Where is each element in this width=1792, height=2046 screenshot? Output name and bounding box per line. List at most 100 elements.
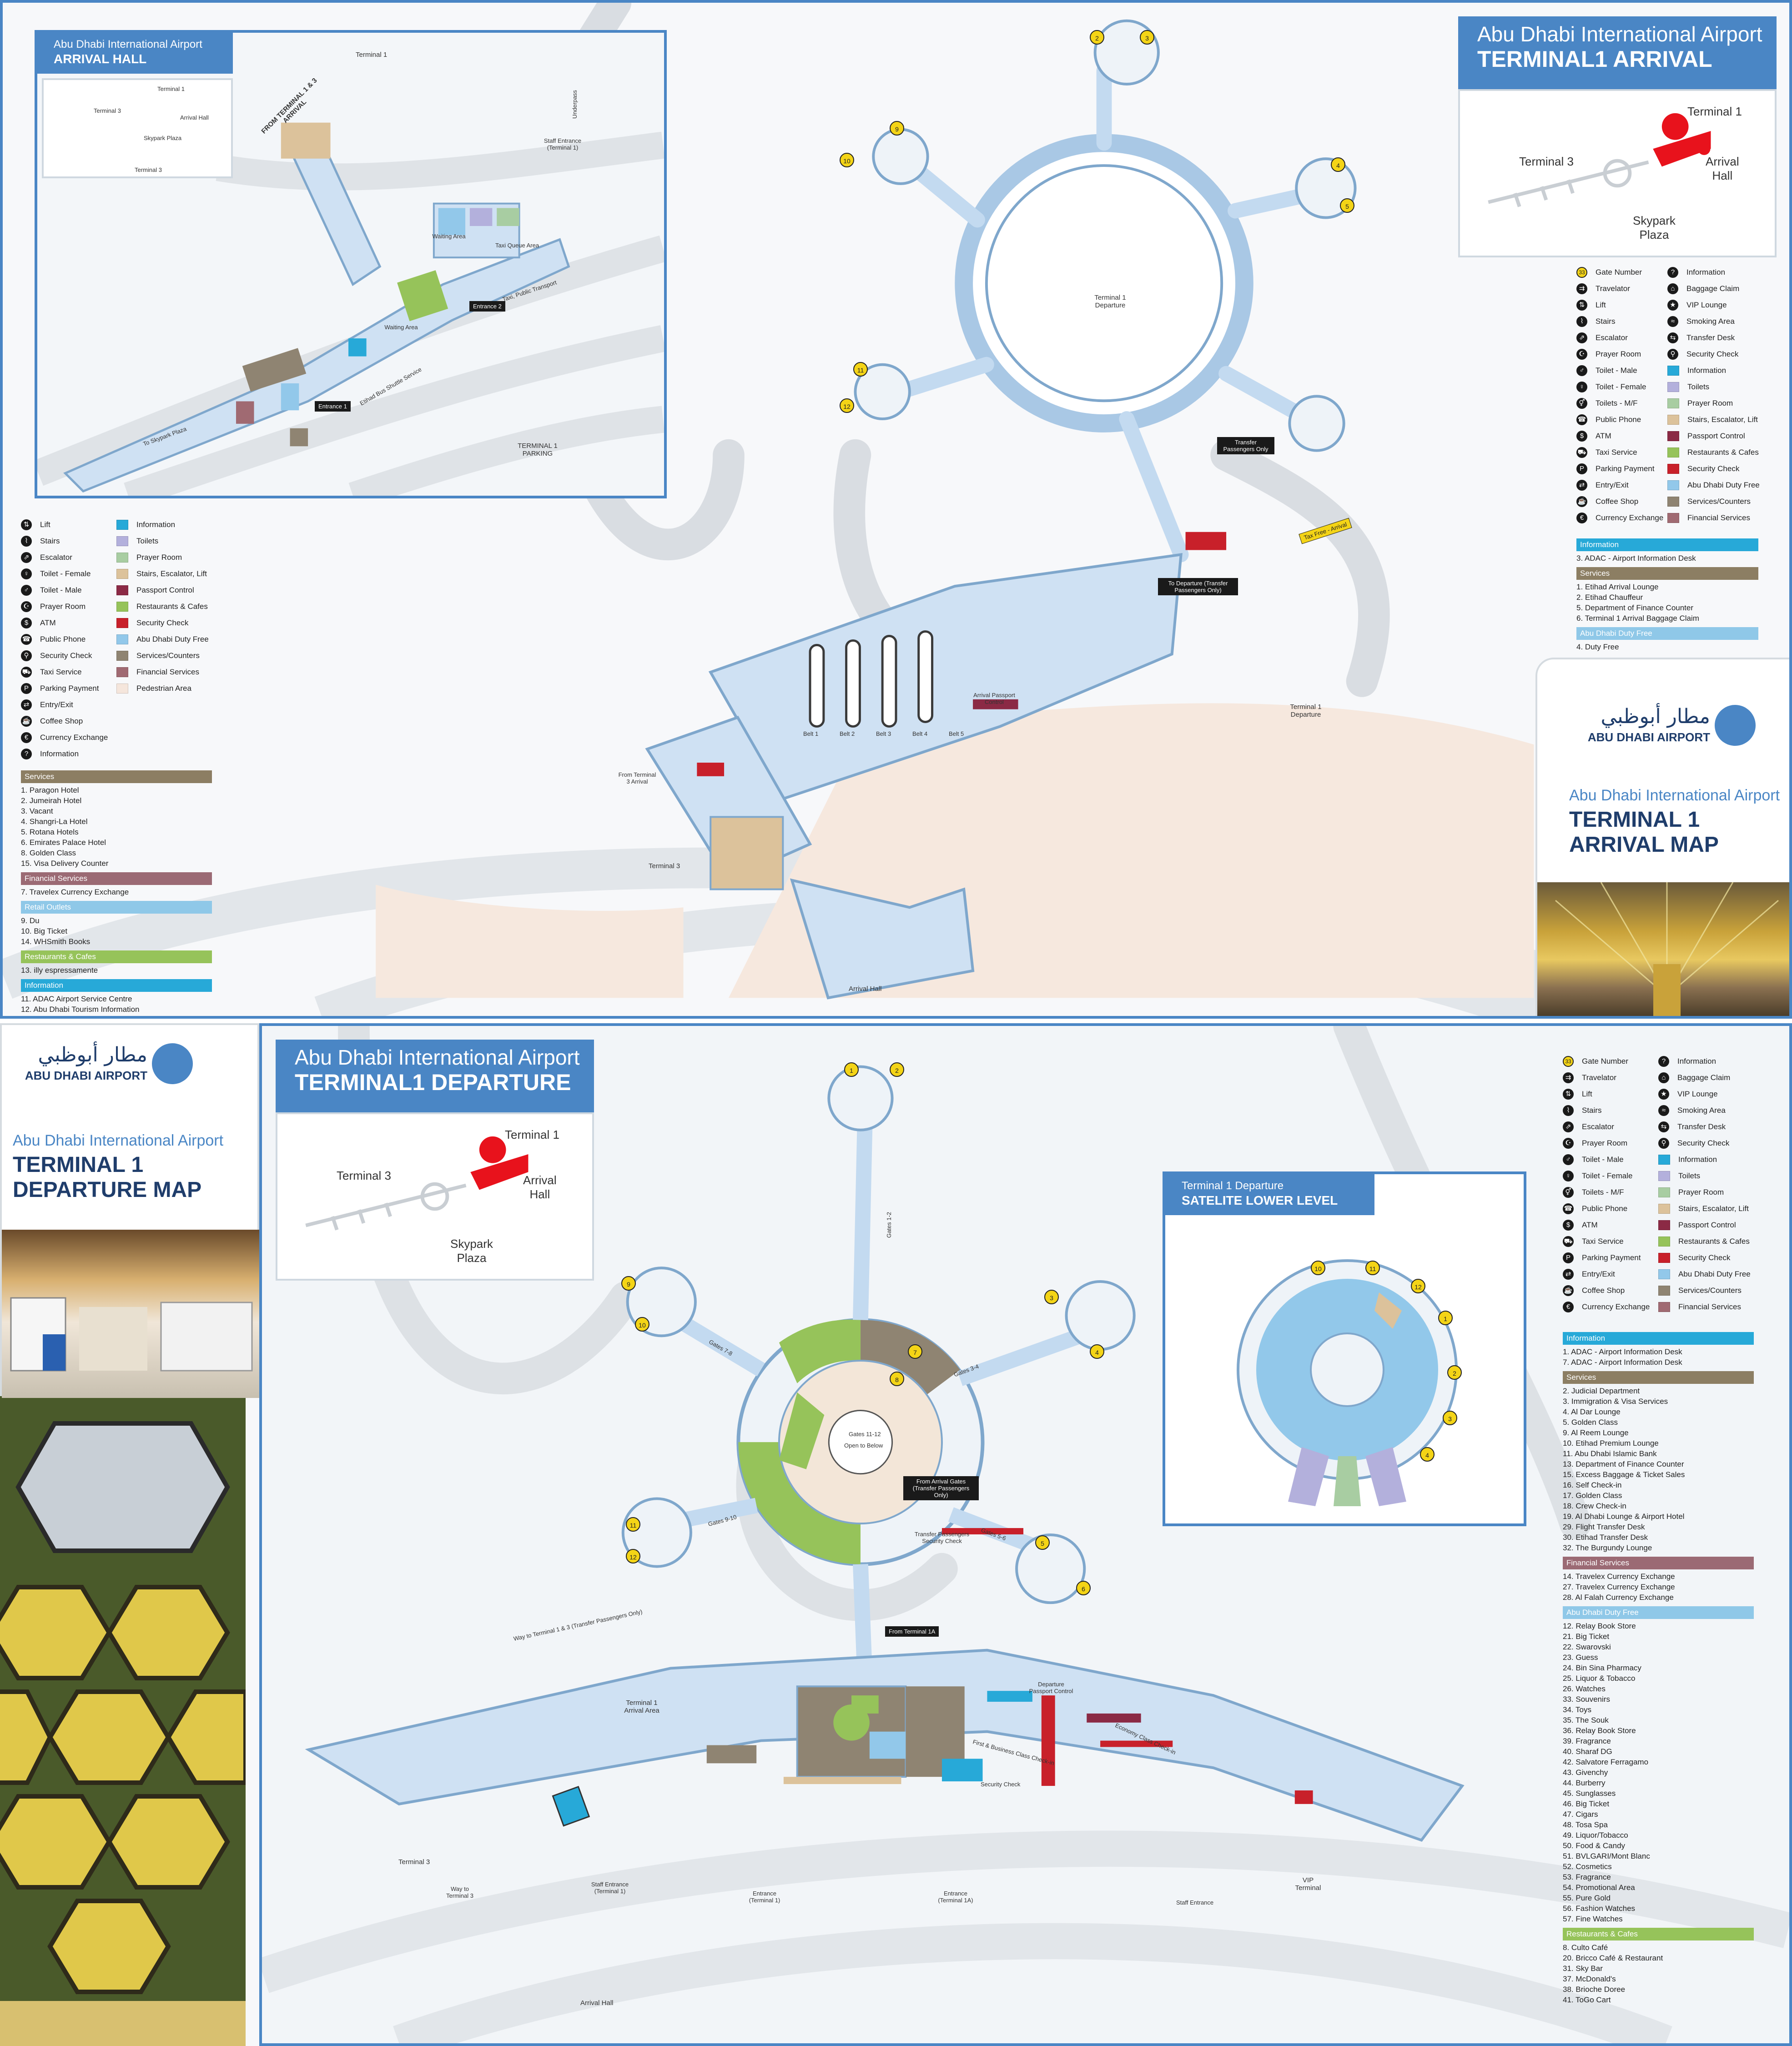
legend-row: ☎Public Phone	[21, 631, 108, 648]
arrival-map-panel: Abu Dhabi International Airport ARRIVAL …	[0, 0, 1792, 1019]
legend-label: Smoking Area	[1686, 317, 1735, 326]
legend-row: ≈Smoking Area	[1667, 313, 1760, 330]
legend-label: Lift	[40, 520, 50, 529]
legend-row: ♀Toilet - Female	[21, 566, 108, 582]
legend-label: Security Check	[1687, 464, 1740, 473]
arrival-to-departure-tag: To Departure (Transfer Passengers Only)	[1158, 578, 1238, 595]
arrival-brand-line3: ARRIVAL MAP	[1569, 833, 1719, 857]
arrival-right-legend-col2: ?Information⌂Baggage Claim★VIP Lounge≈Sm…	[1667, 264, 1760, 526]
transfer-desk-icon: ⇆	[1667, 332, 1678, 343]
legend-swatch	[116, 520, 128, 530]
gate-number-pin: 11	[853, 362, 868, 377]
security-check-icon: ⚲	[21, 650, 32, 661]
legend-section-header: Restaurants & Cafes	[1563, 1928, 1754, 1940]
legend-row: €Currency Exchange	[1576, 510, 1663, 526]
legend-label: Escalator	[40, 553, 72, 562]
legend-label: VIP Lounge	[1677, 1090, 1718, 1098]
legend-row: ♀Toilet - Female	[1563, 1168, 1650, 1184]
legend-row: ⇉Travelator	[1576, 281, 1663, 297]
legend-label: Toilet - Male	[1582, 1155, 1624, 1164]
legend-section-header: Abu Dhabi Duty Free	[1576, 627, 1758, 640]
legend-section-item: 46. Big Ticket	[1563, 1800, 1610, 1808]
legend-label: Entry/Exit	[1596, 481, 1629, 489]
legend-label: Prayer Room	[1582, 1139, 1628, 1147]
vip-lounge-icon: ★	[1667, 300, 1678, 311]
legend-label: Toilet - Female	[40, 569, 91, 578]
departure-staff-entrance2-label: Staff Entrance	[1176, 1899, 1214, 1906]
legend-section-item: 4. Duty Free	[1576, 643, 1619, 651]
legend-label: Stairs, Escalator, Lift	[1678, 1204, 1749, 1213]
legend-label: Travelator	[1596, 284, 1630, 293]
satellite-header-line1: Terminal 1 Departure	[1182, 1180, 1284, 1192]
legend-section-item: 13. Department of Finance Counter	[1563, 1460, 1684, 1468]
legend-label: Stairs, Escalator, Lift	[136, 569, 207, 578]
lift-icon: ⇅	[1563, 1089, 1574, 1100]
arrival-keymap-arrival-hall: Arrival Hall	[1706, 155, 1739, 182]
stairs-icon: ⌇	[1563, 1105, 1574, 1116]
legend-label: Lift	[1596, 301, 1606, 309]
lift-icon: ⇅	[1576, 300, 1587, 311]
prayer-room-icon: ☪	[21, 601, 32, 612]
baggage-belt-label: Belt 4	[912, 730, 928, 737]
legend-section-item: 1. Paragon Hotel	[21, 786, 79, 794]
legend-section-item: 4. Shangri-La Hotel	[21, 817, 88, 826]
legend-section-item: 6. Terminal 1 Arrival Baggage Claim	[1576, 614, 1699, 623]
departure-brand-line1: Abu Dhabi International Airport	[13, 1132, 224, 1149]
legend-row: ♀Toilet - Female	[1576, 379, 1663, 395]
legend-row: ☪Prayer Room	[1563, 1135, 1650, 1151]
legend-section-header: Information	[1576, 538, 1758, 551]
legend-section-item: 41. ToGo Cart	[1563, 1996, 1611, 2004]
entry-exit-icon: ⇄	[1563, 1269, 1574, 1280]
legend-label: Escalator	[1596, 333, 1628, 342]
legend-label: Restaurants & Cafes	[1678, 1237, 1750, 1246]
gate-number-pin: 11	[626, 1517, 640, 1532]
toilet-male-icon: ♂	[21, 585, 32, 596]
legend-row: ⇅Lift	[21, 517, 108, 533]
departure-map-frame: Abu Dhabi International Airport TERMINAL…	[259, 1023, 1792, 2046]
legend-section-item: 45. Sunglasses	[1563, 1789, 1616, 1798]
legend-label: Toilet - Female	[1582, 1171, 1633, 1180]
departure-brand-card: مطار أبوظبي ABU DHABI AIRPORT Abu Dhabi …	[0, 1023, 261, 1398]
baggage-belt-label: Belt 2	[840, 730, 855, 737]
arrival-logo-emblem-icon	[1715, 705, 1756, 746]
legend-label: Information	[136, 520, 176, 529]
legend-section-item: 40. Sharaf DG	[1563, 1747, 1612, 1756]
legend-section-header: Retail Outlets	[21, 901, 212, 914]
arrival-brand-card: مطار أبوظبي ABU DHABI AIRPORT Abu Dhabi …	[1535, 658, 1789, 1016]
legend-section-item: 5. Rotana Hotels	[21, 828, 79, 836]
legend-section-item: 1. Etihad Arrival Lounge	[1576, 583, 1659, 591]
legend-label: Baggage Claim	[1677, 1073, 1731, 1082]
legend-label: Information	[1687, 366, 1727, 375]
toilets-mf-icon: ⚥	[1563, 1187, 1574, 1198]
information-icon: ?	[21, 749, 32, 759]
arrival-transfer-only-tag: Transfer Passengers Only	[1217, 437, 1274, 454]
arrival-logo: مطار أبوظبي ABU DHABI AIRPORT	[1574, 705, 1756, 750]
currency-exchange-icon: €	[1576, 513, 1587, 523]
legend-swatch	[116, 684, 128, 694]
departure-column-honeycomb	[0, 1396, 246, 2046]
legend-row: Passport Control	[116, 582, 209, 598]
minimap-skypark: Skypark Plaza	[144, 135, 182, 141]
legend-label: Toilets - M/F	[1596, 399, 1638, 407]
legend-section-item: 28. Al Falah Currency Exchange	[1563, 1593, 1674, 1602]
legend-section-header: Services	[1563, 1371, 1754, 1384]
arrival-hall-inset-map	[37, 122, 664, 496]
legend-label: Parking Payment	[40, 684, 99, 693]
legend-swatch	[116, 667, 128, 677]
departure-legend-col2: ?Information⌂Baggage Claim★VIP Lounge≈Sm…	[1658, 1053, 1751, 1315]
departure-map-background	[262, 1026, 1789, 2043]
legend-section-item: 9. Du	[21, 916, 40, 925]
legend-row: Financial Services	[1667, 510, 1760, 526]
arrival-keymap: Terminal 1 Terminal 3 Arrival Hall Skypa…	[1458, 89, 1777, 257]
arrival-header: Abu Dhabi International Airport TERMINAL…	[1458, 16, 1777, 89]
departure-brand-line2: TERMINAL 1	[13, 1153, 144, 1177]
legend-row: €Currency Exchange	[21, 729, 108, 746]
legend-label: ATM	[1582, 1221, 1598, 1229]
legend-label: Gate Number	[1582, 1057, 1629, 1066]
legend-label: Currency Exchange	[40, 733, 108, 742]
legend-row: $ATM	[1576, 428, 1663, 444]
baggage-claim-icon: ⌂	[1667, 283, 1678, 294]
legend-row: Services/Counters	[1658, 1282, 1751, 1299]
